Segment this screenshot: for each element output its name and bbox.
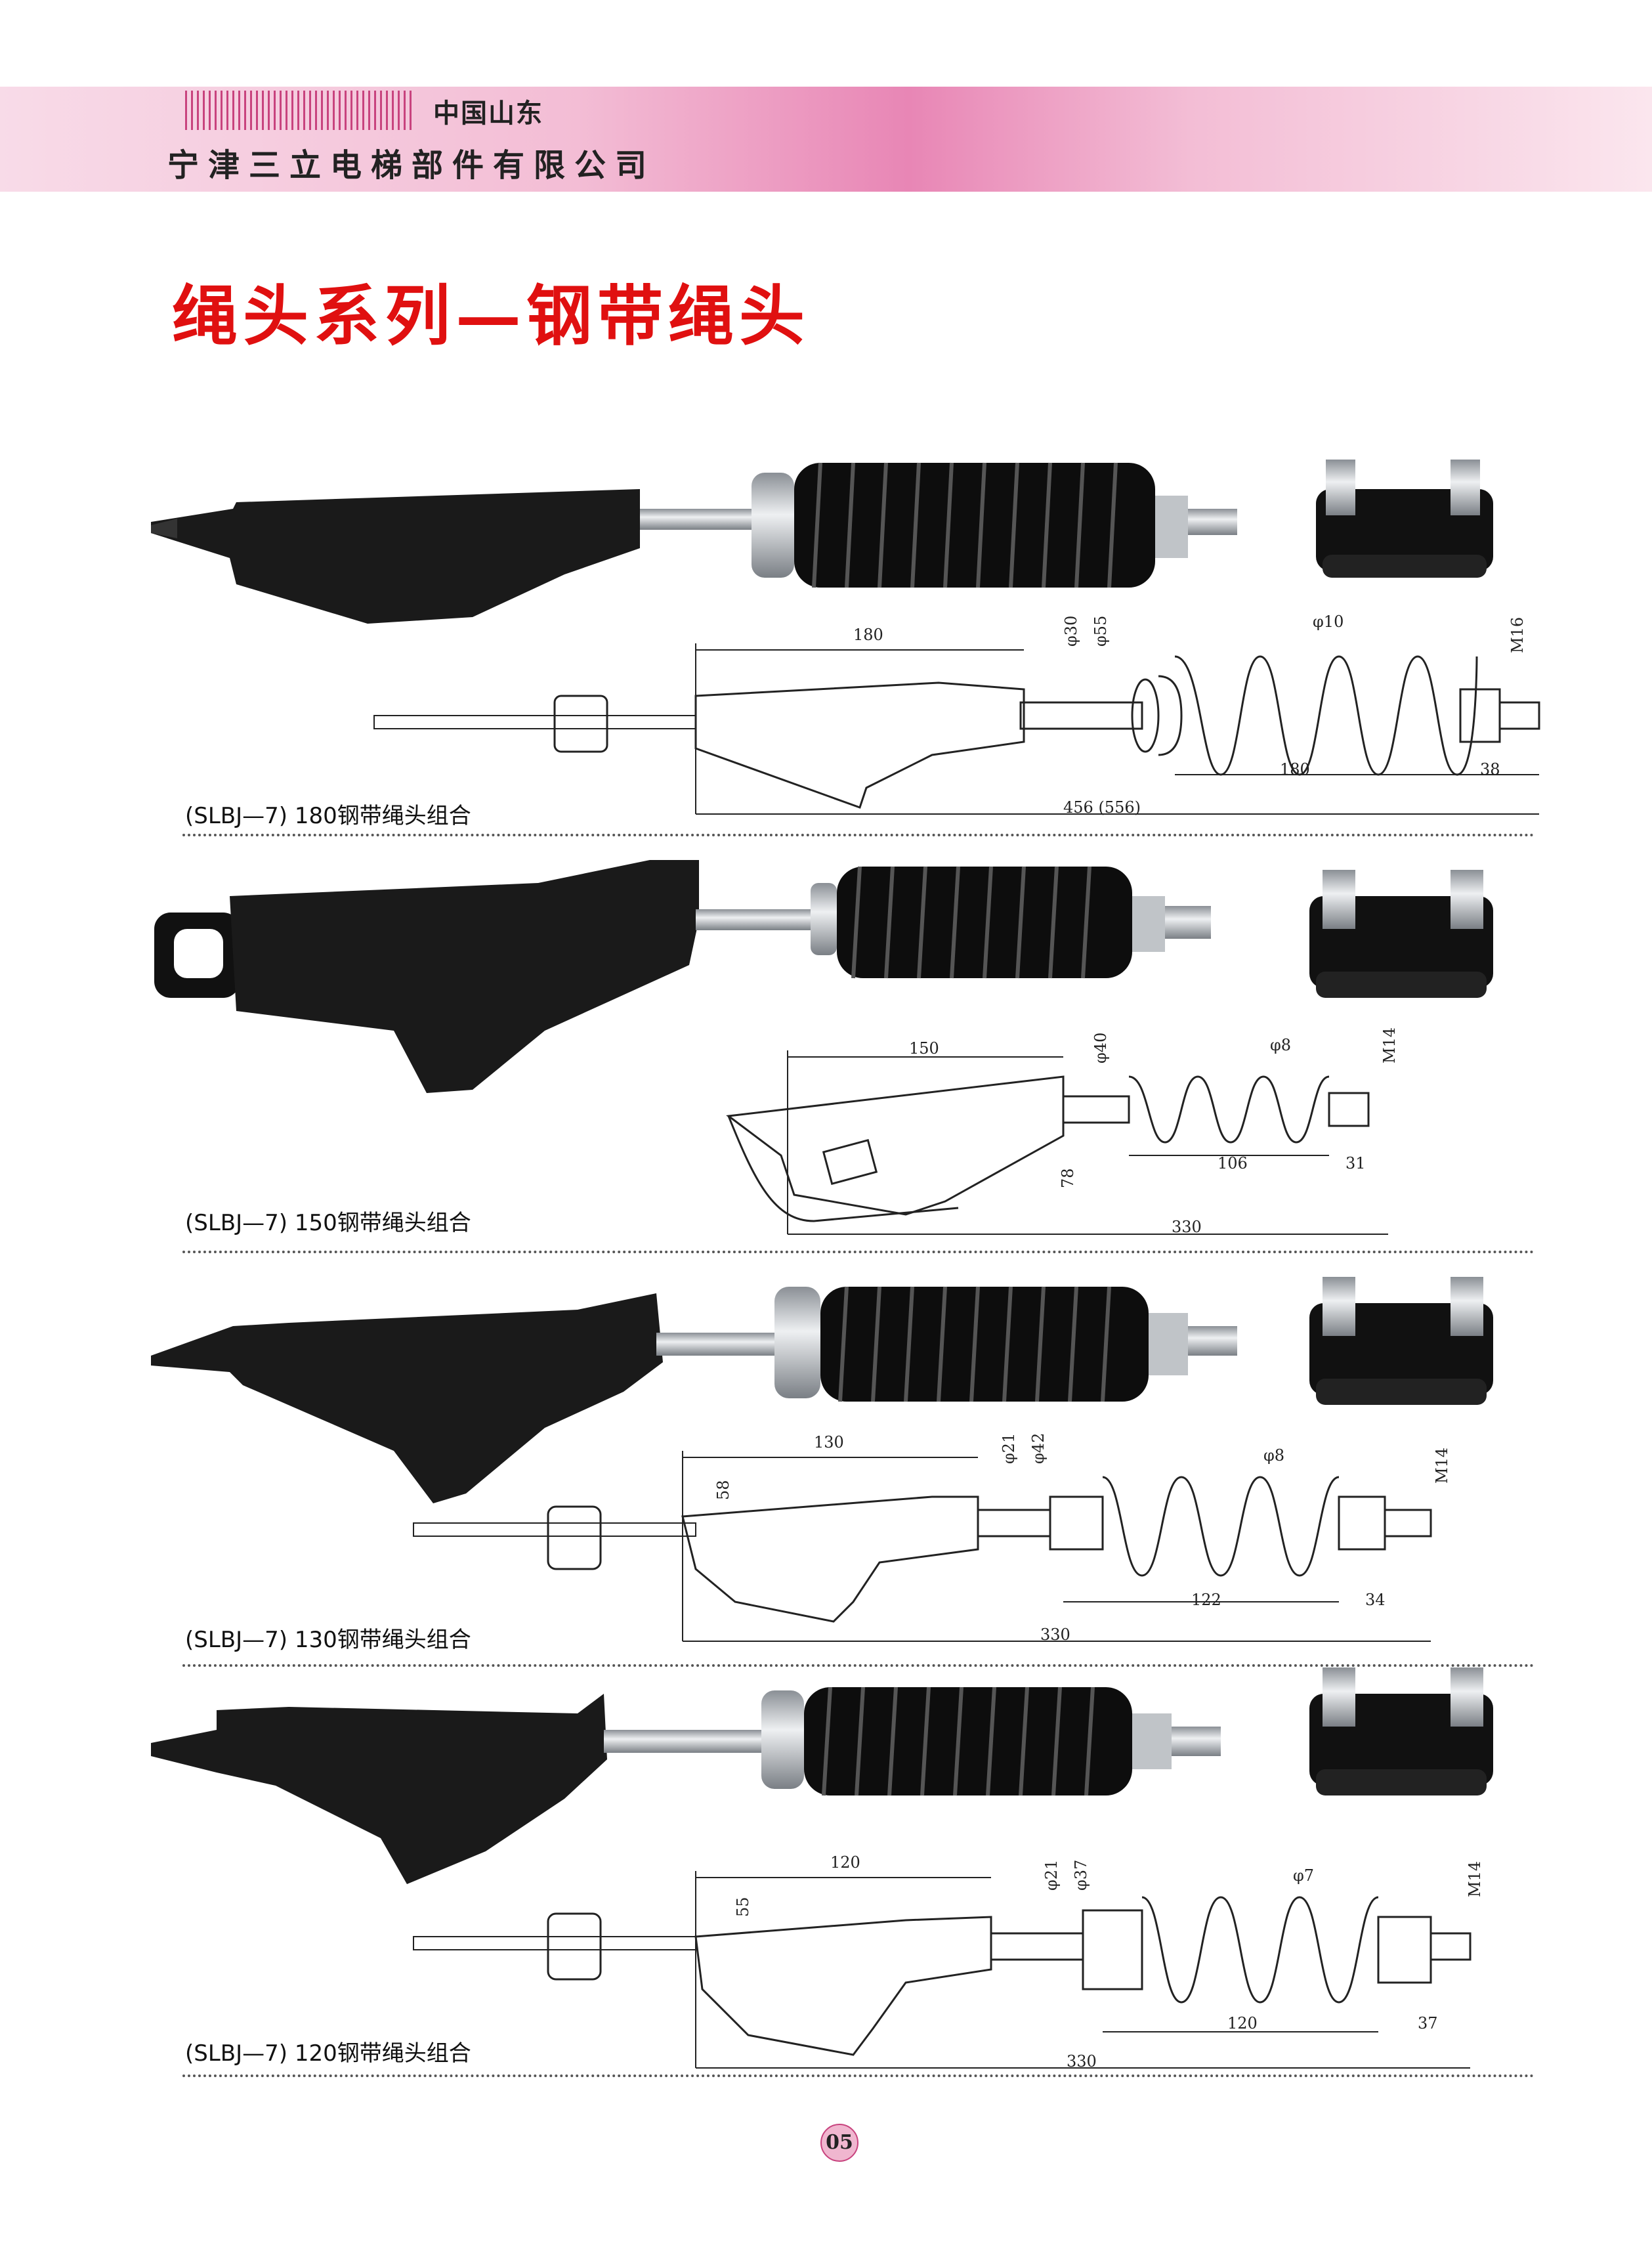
caption-130: (SLBJ—7) 130钢带绳头组合	[185, 1627, 471, 1653]
divider-3	[182, 1664, 1535, 1667]
header-stripes	[185, 91, 415, 130]
svg-text:M16: M16	[1508, 617, 1527, 653]
caption-150: (SLBJ—7) 150钢带绳头组合	[185, 1210, 471, 1236]
header-company: 宁津三立电梯部件有限公司	[167, 147, 656, 184]
product-photo-120	[151, 1667, 1493, 1884]
caption-180: (SLBJ—7) 180钢带绳头组合	[185, 803, 471, 829]
svg-text:φ37: φ37	[1072, 1860, 1090, 1891]
svg-text:78: 78	[1059, 1168, 1077, 1188]
svg-text:φ8: φ8	[1270, 1036, 1291, 1054]
page-number: 05	[820, 2124, 858, 2162]
caption-120: (SLBJ—7) 120钢带绳头组合	[185, 2040, 471, 2067]
product-photo-180	[151, 460, 1493, 624]
dims-130: 130 φ21 φ42 φ8 M14 122 34 58 330	[714, 1433, 1451, 1644]
divider-4	[182, 2074, 1535, 2077]
svg-text:150: 150	[909, 1039, 939, 1058]
technical-drawing-150	[726, 1050, 1388, 1235]
svg-text:φ21: φ21	[1042, 1860, 1061, 1891]
svg-text:330: 330	[1172, 1218, 1202, 1236]
svg-text:106: 106	[1218, 1154, 1248, 1172]
svg-text:55: 55	[734, 1897, 752, 1917]
svg-text:M14: M14	[1380, 1027, 1399, 1064]
dims-120: 120 φ21 φ37 φ7 M14 120 37 55 330	[734, 1853, 1484, 2071]
svg-text:330: 330	[1067, 2052, 1097, 2071]
svg-text:37: 37	[1418, 2014, 1438, 2032]
technical-drawing-130	[413, 1451, 1432, 1642]
dims-180: 180 φ30 φ55 φ10 M16 180 38 456 (556)	[853, 613, 1527, 817]
svg-text:130: 130	[814, 1433, 844, 1451]
svg-text:φ42: φ42	[1029, 1433, 1048, 1464]
svg-text:34: 34	[1365, 1591, 1386, 1609]
product-photo-130	[151, 1277, 1493, 1503]
svg-text:120: 120	[1227, 2014, 1258, 2032]
svg-text:180: 180	[853, 626, 883, 644]
svg-text:180: 180	[1280, 760, 1310, 779]
svg-text:φ55: φ55	[1091, 616, 1110, 647]
divider-2	[182, 1251, 1535, 1253]
dims-150: 150 φ40 φ8 M14 106 31 78 330	[909, 1027, 1399, 1236]
svg-text:120: 120	[830, 1853, 860, 1872]
technical-drawing-180	[373, 643, 1540, 815]
svg-text:φ8: φ8	[1263, 1446, 1284, 1465]
svg-text:31: 31	[1345, 1154, 1366, 1172]
svg-text:M14: M14	[1466, 1861, 1484, 1897]
svg-text:58: 58	[714, 1480, 732, 1500]
svg-text:330: 330	[1040, 1625, 1070, 1644]
svg-text:122: 122	[1191, 1591, 1221, 1609]
technical-drawing-120	[413, 1871, 1472, 2069]
svg-text:φ40: φ40	[1091, 1033, 1110, 1064]
header-subtitle: 中国山东	[433, 98, 543, 129]
svg-text:38: 38	[1480, 760, 1500, 779]
svg-text:φ21: φ21	[1000, 1433, 1018, 1464]
svg-text:456 (556): 456 (556)	[1063, 798, 1141, 817]
svg-text:φ7: φ7	[1293, 1866, 1314, 1885]
page-title: 绳头系列—钢带绳头	[172, 277, 810, 355]
svg-text:φ30: φ30	[1062, 616, 1080, 647]
divider-1	[182, 834, 1535, 836]
svg-text:M14: M14	[1433, 1448, 1451, 1484]
svg-text:φ10: φ10	[1313, 613, 1344, 631]
product-photo-150	[154, 860, 1493, 1093]
